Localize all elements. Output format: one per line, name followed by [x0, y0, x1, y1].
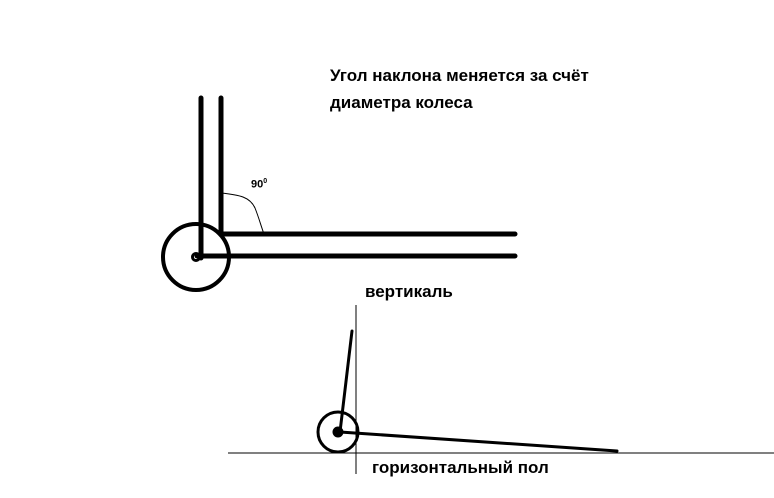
upright-stroller [161, 95, 518, 292]
vertical-label: вертикаль [365, 282, 453, 301]
wheel-axle [191, 252, 201, 262]
angle-unit: 0 [263, 178, 268, 185]
tilted-stroller [228, 305, 774, 474]
title-line-1: Угол наклона меняется за счёт [330, 66, 589, 85]
diagram-title: Угол наклона меняется за счёт диаметра к… [330, 62, 589, 116]
angle-arc [220, 192, 265, 235]
wheel [161, 222, 231, 292]
tilted-handle [338, 329, 354, 434]
title-line-2: диаметра колеса [330, 93, 473, 112]
angle-label: 900 [251, 178, 267, 191]
tilted-platform [338, 430, 619, 453]
floor-label: горизонтальный пол [372, 458, 549, 477]
angle-value: 90 [251, 178, 264, 191]
